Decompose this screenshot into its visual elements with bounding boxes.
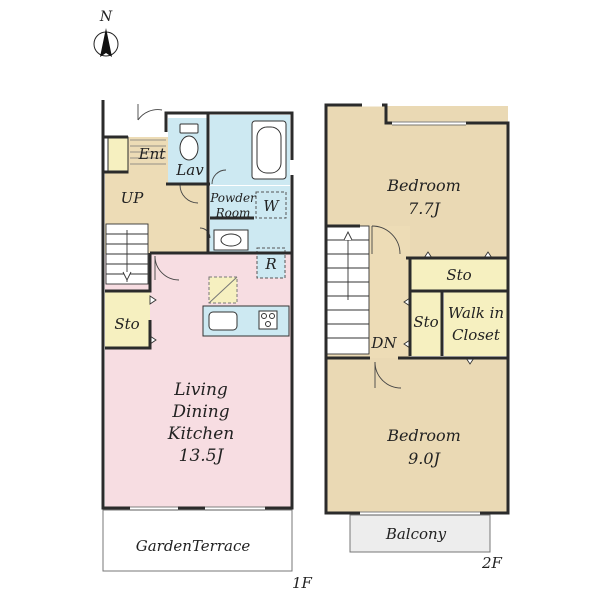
floor-1-label: 1F — [292, 574, 313, 592]
stairs-down-label: DN — [370, 334, 397, 352]
floor-2: Bedroom 7.7J Sto Sto Walk in Closet DN B… — [324, 103, 510, 572]
bedroom-bottom-label: Bedroom — [386, 426, 461, 445]
window-frames-1f — [130, 506, 265, 511]
storage-wide-floor — [410, 258, 508, 290]
lavatory-label: Lav — [175, 161, 204, 179]
windows-2f — [360, 103, 480, 515]
staircase-2f — [326, 225, 370, 355]
ldk-size-label: 13.5J — [179, 446, 225, 466]
entrance-step-hatch — [130, 139, 166, 165]
storage-small-floor — [410, 292, 442, 356]
ldk-label-line3: Kitchen — [167, 424, 234, 444]
staircase-1f — [105, 223, 149, 285]
storage-wide-label: Sto — [446, 266, 471, 284]
door-swings-1f — [137, 104, 227, 281]
floor-1: Ent Lav UP Powder Room W R Sto Living Di… — [101, 100, 313, 592]
floor-2-label: 2F — [481, 554, 503, 572]
fridge-label: R — [264, 255, 276, 273]
walls-1f — [101, 100, 294, 510]
washer-label: W — [263, 197, 280, 215]
bathtub-icon — [251, 120, 287, 180]
compass: N — [93, 9, 119, 57]
balcony-floor — [349, 514, 491, 553]
north-arrow-icon — [100, 28, 112, 57]
range-hood-marker — [208, 276, 238, 304]
storage-small-label: Sto — [413, 313, 438, 331]
door-swings-2f — [371, 225, 402, 389]
walk-in-closet-floor — [444, 292, 508, 356]
powder-room-label-line2: Room — [215, 206, 251, 220]
ldk-label-line2: Dining — [171, 402, 229, 422]
garden-terrace-label: GardenTerrace — [136, 537, 251, 555]
walk-in-closet-label-line1: Walk in — [448, 304, 504, 322]
bedroom-bottom-size-label: 9.0J — [408, 449, 441, 468]
ldk-label-line1: Living — [173, 380, 228, 400]
powder-room-label-line1: Powder — [209, 191, 257, 205]
bedroom-bottom-floor — [326, 358, 508, 513]
garden-terrace-floor — [102, 509, 293, 572]
storage-1f-label: Sto — [114, 315, 139, 333]
walls-2f — [324, 103, 510, 515]
storage-1f-floor — [105, 291, 150, 347]
walk-in-closet-label-line2: Closet — [452, 326, 501, 344]
washbasin-icon — [213, 229, 249, 251]
kitchen-counter — [202, 305, 290, 337]
entrance-closet — [107, 136, 129, 174]
stairs-up-label: UP — [121, 189, 145, 207]
windows-1f — [130, 160, 294, 510]
bedroom-top-size-label: 7.7J — [408, 199, 441, 218]
entrance-label: Ent — [138, 145, 167, 163]
toilet-icon — [179, 123, 199, 161]
washer-space — [255, 191, 287, 219]
bedroom-top-label: Bedroom — [386, 176, 461, 195]
balcony-label: Balcony — [385, 525, 447, 543]
window-frames-2f — [360, 121, 480, 516]
compass-north-label: N — [99, 9, 113, 25]
